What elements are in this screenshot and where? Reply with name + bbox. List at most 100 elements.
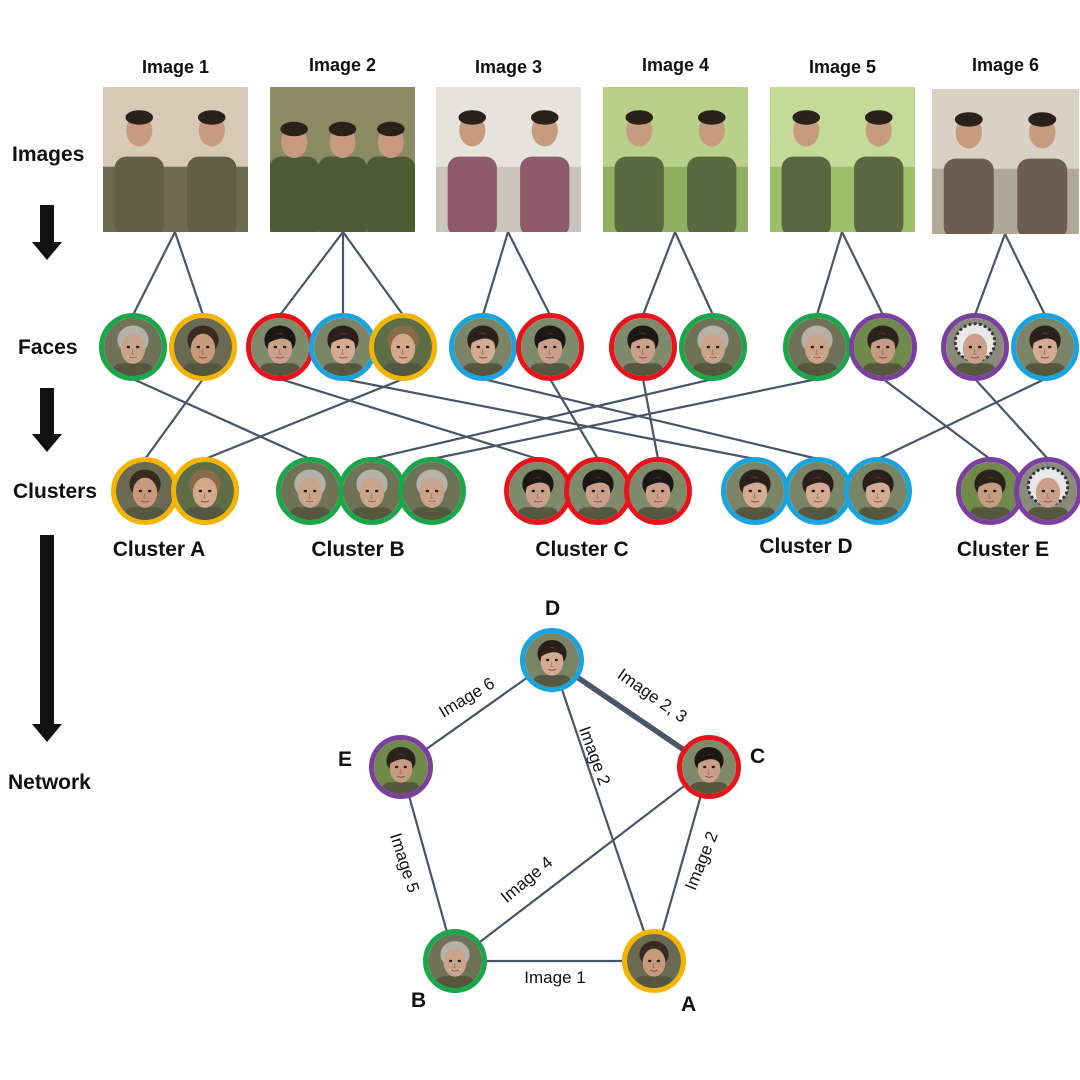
image-title-3: Image 3 <box>474 57 543 77</box>
network-node-e-letter: E <box>338 748 353 771</box>
face-portrait <box>682 740 736 794</box>
image-to-face-line <box>481 231 510 316</box>
face-portrait <box>788 318 846 376</box>
face-portrait <box>726 462 784 520</box>
face-1-cluster-b <box>99 313 167 381</box>
face-portrait <box>849 462 907 520</box>
network-node-b-letter: B <box>411 989 427 1012</box>
arrow-head <box>32 434 62 452</box>
face-to-cluster-line <box>204 377 404 461</box>
photo-image-3 <box>436 87 581 232</box>
row-label-images: Images <box>12 143 85 166</box>
face-portrait <box>946 318 1004 376</box>
cluster-c-member <box>624 457 692 525</box>
face-to-cluster-line <box>371 377 714 461</box>
face-portrait <box>1016 318 1074 376</box>
network-node-c-letter: C <box>750 745 766 768</box>
face-portrait <box>614 318 672 376</box>
cluster-d-member <box>721 457 789 525</box>
photo-illustration <box>770 87 915 232</box>
face-to-cluster-line <box>974 378 1049 460</box>
photo-illustration <box>603 87 748 232</box>
cluster-d-label: Cluster D <box>759 535 853 558</box>
cluster-d-member <box>784 457 852 525</box>
arrow-shaft <box>40 535 54 726</box>
face-to-cluster-line <box>549 378 599 460</box>
face-9-cluster-b <box>679 313 747 381</box>
row-label-faces: Faces <box>18 336 78 359</box>
face-portrait <box>627 934 681 988</box>
cluster-a-label: Cluster A <box>112 538 206 561</box>
face-10-cluster-b <box>783 313 851 381</box>
image-to-face-line <box>973 233 1007 316</box>
cluster-c-member <box>504 457 572 525</box>
network-edge-c-a <box>652 766 711 962</box>
photo-image-2 <box>270 87 415 232</box>
network-node-a-letter: A <box>681 993 697 1016</box>
image-to-face-line <box>173 231 205 316</box>
face-to-cluster-line <box>132 377 311 461</box>
image-title-5: Image 5 <box>808 57 877 77</box>
cluster-a-member <box>171 457 239 525</box>
face-5-cluster-a <box>369 313 437 381</box>
cluster-c-label: Cluster C <box>535 538 629 561</box>
face-portrait <box>1019 462 1077 520</box>
arrow-clusters-to-network-icon <box>32 535 62 742</box>
image-title-2: Image 2 <box>308 55 377 75</box>
edge-label-b-a: Image 1 <box>524 968 586 987</box>
network-node-e <box>369 735 433 799</box>
face-portrait <box>116 462 174 520</box>
cluster-b-member <box>338 457 406 525</box>
face-2-cluster-a <box>169 313 237 381</box>
cluster-e-member <box>1014 457 1080 525</box>
face-6-cluster-d <box>449 313 517 381</box>
face-portrait <box>251 318 309 376</box>
image-to-face-line <box>815 231 844 316</box>
face-portrait <box>454 318 512 376</box>
network-edge-d-a <box>550 659 656 962</box>
face-to-cluster-line <box>342 377 756 461</box>
face-to-cluster-line <box>641 378 660 460</box>
row-label-clusters: Clusters <box>13 480 98 503</box>
image-title-4: Image 4 <box>641 55 710 75</box>
arrow-shaft <box>40 205 54 244</box>
arrow-head <box>32 724 62 742</box>
cluster-b-member <box>276 457 344 525</box>
network-node-b <box>423 929 487 993</box>
face-portrait <box>521 318 579 376</box>
face-portrait <box>569 462 627 520</box>
face-portrait <box>629 462 687 520</box>
face-portrait <box>314 318 372 376</box>
face-portrait <box>525 633 579 687</box>
face-8-cluster-c <box>609 313 677 381</box>
face-portrait <box>176 462 234 520</box>
face-to-cluster-line <box>144 378 204 460</box>
face-to-cluster-line <box>882 378 991 460</box>
face-3-cluster-c <box>246 313 314 381</box>
face-portrait <box>428 934 482 988</box>
cluster-b-member <box>398 457 466 525</box>
image-to-face-line <box>673 231 715 316</box>
photo-image-5 <box>770 87 915 232</box>
face-portrait <box>374 318 432 376</box>
image-to-face-line <box>132 231 176 316</box>
network-node-a <box>622 929 686 993</box>
cluster-d-member <box>844 457 912 525</box>
photo-image-6 <box>932 89 1079 234</box>
cluster-b-label: Cluster B <box>311 538 405 561</box>
face-portrait <box>961 462 1019 520</box>
face-portrait <box>374 740 428 794</box>
row-label-network: Network <box>8 771 91 794</box>
image-to-face-line <box>279 231 344 316</box>
image-to-face-line <box>641 231 677 316</box>
image-to-face-line <box>841 231 884 316</box>
face-portrait <box>789 462 847 520</box>
face-to-cluster-line <box>877 378 1046 460</box>
photo-image-1 <box>103 87 248 232</box>
face-portrait <box>403 462 461 520</box>
network-edge-c-b <box>454 766 710 962</box>
face-11-cluster-e <box>849 313 917 381</box>
face-portrait <box>854 318 912 376</box>
image-to-face-line <box>507 231 551 316</box>
